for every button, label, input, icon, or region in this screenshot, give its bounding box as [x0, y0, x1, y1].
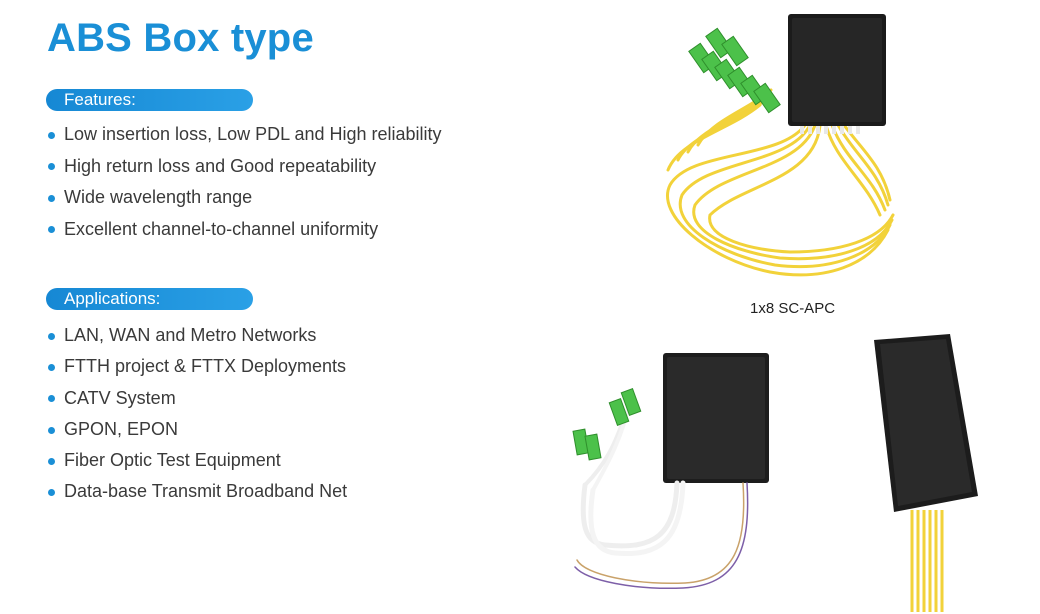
applications-list: LAN, WAN and Metro Networks FTTH project…: [48, 320, 347, 508]
list-item: LAN, WAN and Metro Networks: [48, 320, 347, 351]
list-item: GPON, EPON: [48, 414, 347, 445]
bullet-icon: [48, 131, 55, 139]
applications-heading: Applications:: [46, 288, 253, 310]
bullet-icon: [48, 194, 55, 202]
bullet-icon: [48, 489, 55, 497]
product-caption: 1x8 SC-APC: [750, 300, 836, 317]
features-heading: Features:: [46, 89, 253, 111]
list-item-text: Fiber Optic Test Equipment: [64, 450, 281, 471]
page-title: ABS Box type: [47, 16, 314, 60]
list-item: Wide wavelength range: [48, 182, 442, 214]
list-item-text: Wide wavelength range: [64, 187, 253, 207]
features-list: Low insertion loss, Low PDL and High rel…: [48, 119, 442, 245]
list-item-text: GPON, EPON: [64, 418, 179, 439]
splitter-box-image: [572, 353, 769, 590]
list-item: High return loss and Good repeatability: [48, 151, 442, 183]
bullet-icon: [48, 395, 55, 403]
list-item-text: LAN, WAN and Metro Networks: [64, 325, 317, 345]
list-item: CATV System: [48, 383, 347, 414]
bullet-icon: [48, 332, 55, 340]
bullet-icon: [48, 457, 55, 465]
list-item: Data-base Transmit Broadband Net: [48, 476, 347, 507]
list-item: FTTH project & FTTX Deployments: [48, 351, 347, 382]
list-item-text: CATV System: [64, 387, 176, 408]
list-item-text: Data-base Transmit Broadband Net: [64, 481, 348, 502]
list-item: Low insertion loss, Low PDL and High rel…: [48, 119, 442, 151]
splitter-1x8-sc-apc-image: [666, 14, 895, 277]
splitter-box-tall-image: [874, 334, 978, 612]
list-item-text: Excellent channel-to-channel uniformity: [64, 218, 379, 239]
list-item: Excellent channel-to-channel uniformity: [48, 214, 442, 246]
list-item: Fiber Optic Test Equipment: [48, 445, 347, 476]
bullet-icon: [48, 363, 55, 371]
bullet-icon: [48, 163, 55, 171]
bullet-icon: [48, 426, 55, 434]
bullet-icon: [48, 226, 55, 234]
list-item-text: Low insertion loss, Low PDL and High rel…: [64, 124, 442, 144]
list-item-text: FTTH project & FTTX Deployments: [64, 356, 347, 377]
list-item-text: High return loss and Good repeatability: [64, 155, 377, 176]
